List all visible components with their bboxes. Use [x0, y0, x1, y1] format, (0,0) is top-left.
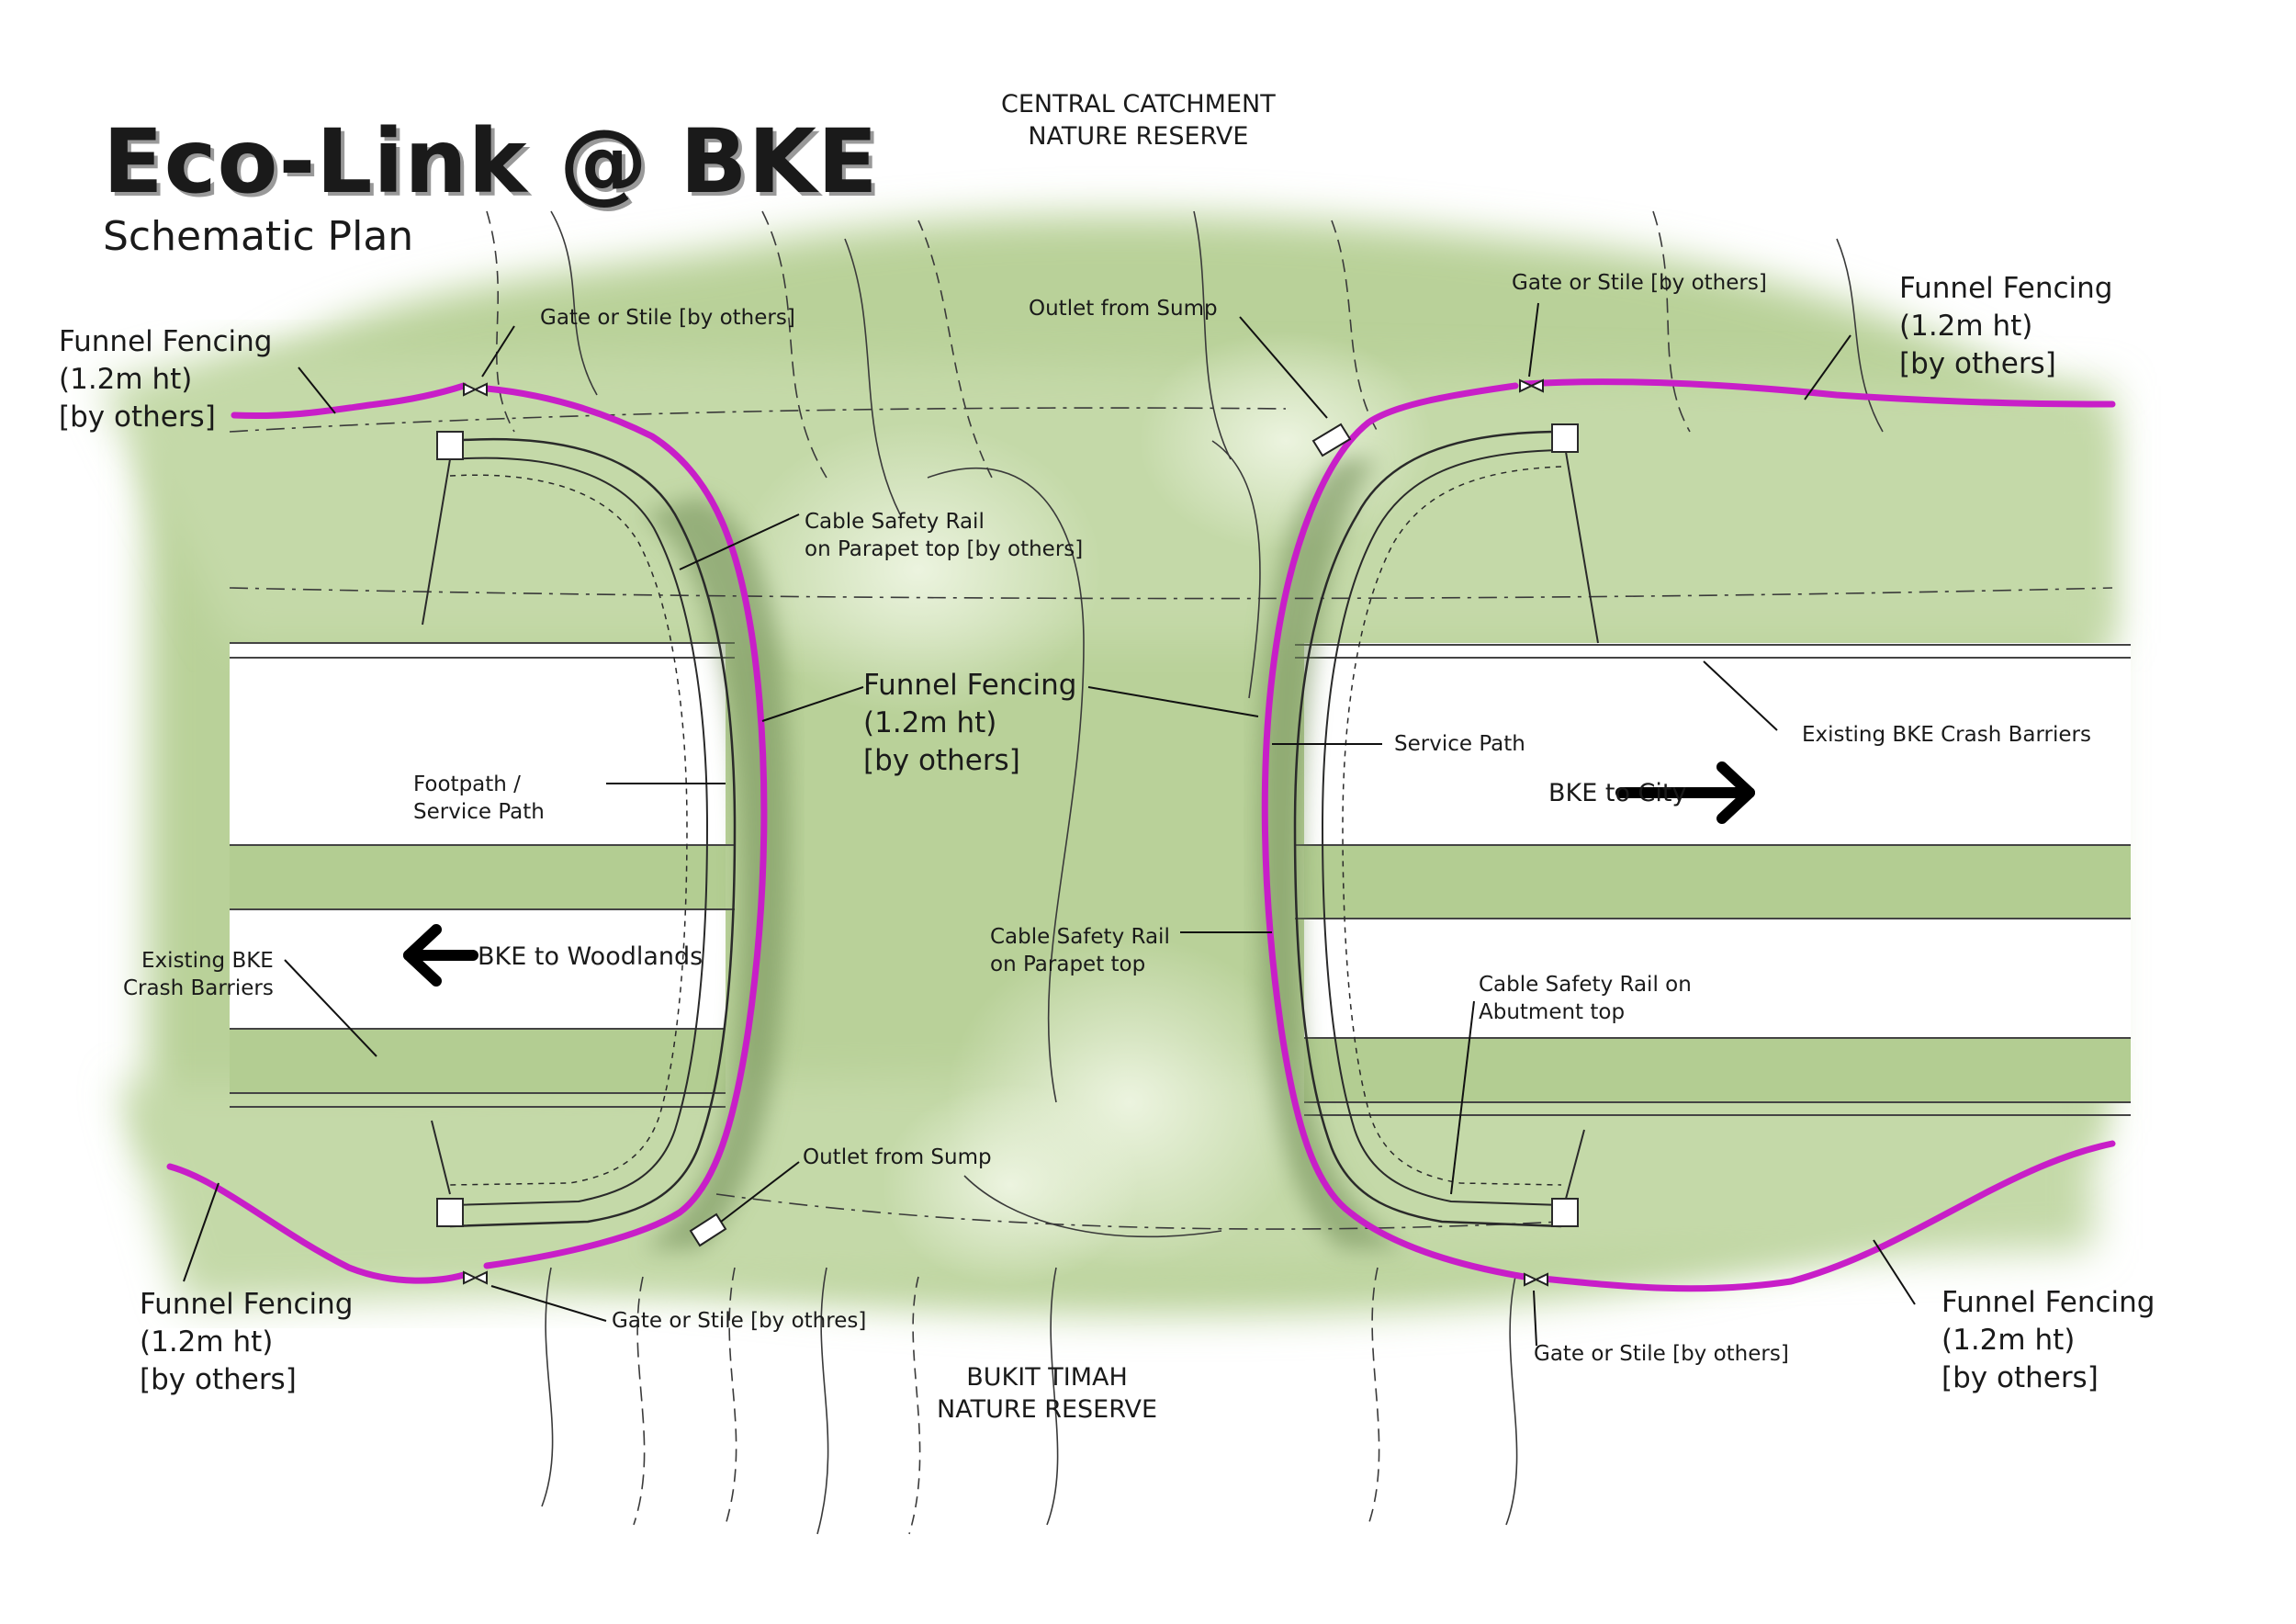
funnel-fence-east-bridge [1261, 382, 1528, 1280]
funnel-fence-west-bridge [483, 385, 768, 1269]
bridge-west-structure [422, 431, 737, 1228]
diagram-title: Eco-Link @ BKE [103, 110, 879, 213]
gate-label-sw: Gate or Stile [by othres] [612, 1309, 867, 1333]
contour-lines [229, 210, 2113, 1535]
funnel-fence-label-sw: Funnel Fencing (1.2m ht) [by others] [140, 1288, 354, 1396]
region-label-south: BUKIT TIMAH NATURE RESERVE [937, 1363, 1158, 1425]
direction-label-east: BKE to City [1548, 779, 1687, 807]
gate-label-se: Gate or Stile [by others] [1534, 1342, 1789, 1366]
funnel-fence-label-center: Funnel Fencing (1.2m ht) [by others] [863, 669, 1077, 777]
cable-rail-label-top: Cable Safety Rail on Parapet top [by oth… [805, 510, 1084, 561]
funnel-fence-label-ne: Funnel Fencing (1.2m ht) [by others] [1899, 272, 2113, 380]
gate-symbol-ne [1519, 378, 1544, 393]
gate-symbol-sw [463, 1270, 488, 1285]
highway-carriageways [230, 642, 2131, 1116]
footpath-label: Footpath / Service Path [413, 773, 545, 824]
gate-symbol-se [1524, 1272, 1548, 1287]
funnel-fence-lines [166, 378, 2116, 1292]
sump-outlet-s [689, 1212, 727, 1247]
leader-lines [183, 302, 1916, 1347]
funnel-fence-sw [166, 1163, 467, 1284]
sump-outlet-n [1311, 423, 1352, 457]
cable-rail-label-mid: Cable Safety Rail on Parapet top [990, 925, 1170, 976]
funnel-fence-nw [231, 382, 467, 420]
funnel-fence-label-nw: Funnel Fencing (1.2m ht) [by others] [59, 325, 273, 434]
gate-label-ne: Gate or Stile [by others] [1512, 271, 1767, 295]
gate-label-nw: Gate or Stile [by others] [540, 306, 795, 330]
arrow-right-icon [1615, 761, 1755, 824]
gate-symbol-nw [463, 382, 488, 397]
funnel-fence-ne [1521, 378, 2116, 408]
outlet-label-north: Outlet from Sump [1029, 297, 1218, 321]
outlet-label-south: Outlet from Sump [803, 1145, 992, 1169]
crash-barrier-label-west: Existing BKE Crash Barriers [123, 949, 274, 1000]
region-label-north: CENTRAL CATCHMENT NATURE RESERVE [1001, 90, 1276, 152]
direction-label-west: BKE to Woodlands [478, 942, 703, 971]
arrow-left-icon [403, 924, 478, 987]
funnel-fence-label-se: Funnel Fencing (1.2m ht) [by others] [1941, 1286, 2155, 1394]
cable-rail-label-abutment: Cable Safety Rail on Abutment top [1479, 973, 1692, 1024]
crash-barrier-label-east: Existing BKE Crash Barriers [1802, 723, 2091, 747]
direction-arrows [403, 761, 1755, 987]
bridge-east-structure [1293, 423, 1599, 1228]
bridge-shadow [643, 459, 1405, 1249]
service-path-label: Service Path [1394, 732, 1525, 756]
funnel-fence-se [1539, 1140, 2116, 1292]
diagram-subtitle: Schematic Plan [103, 213, 414, 260]
gate-symbols [463, 378, 1548, 1287]
